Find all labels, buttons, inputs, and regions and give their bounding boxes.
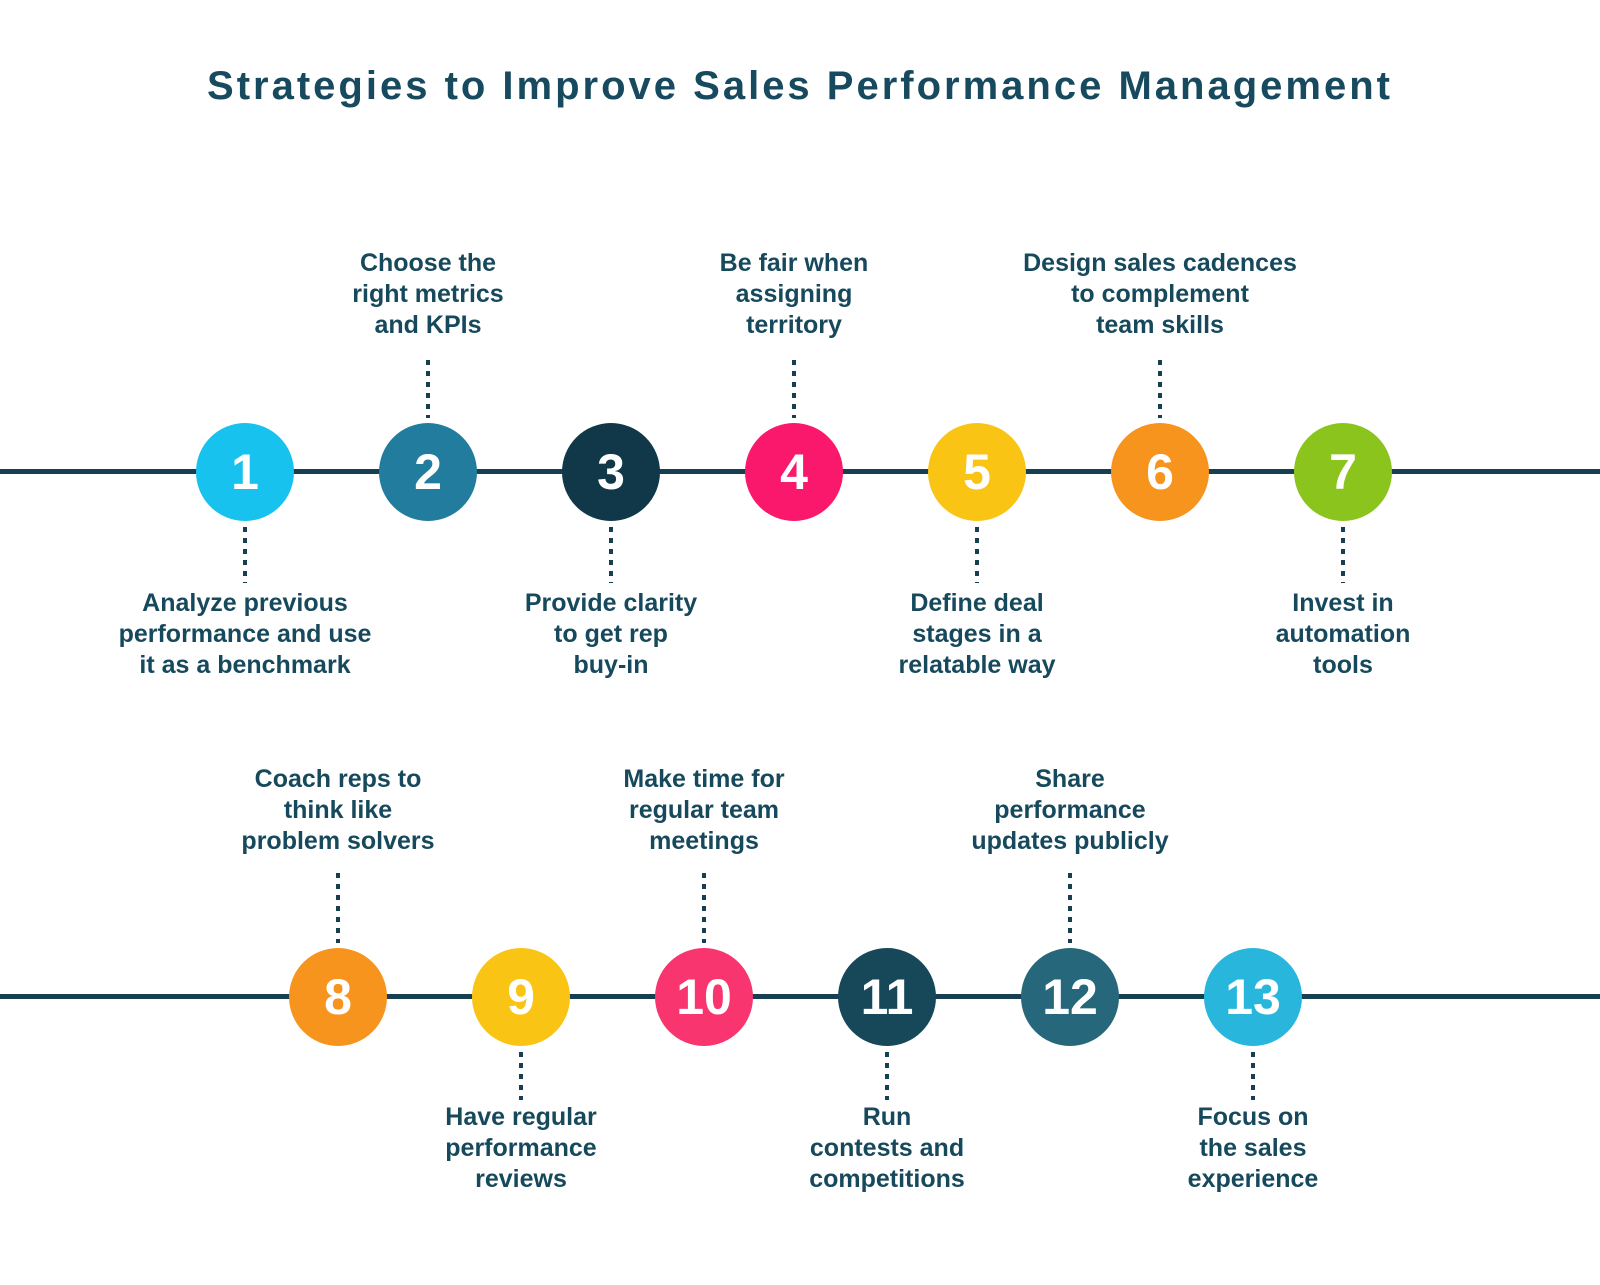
dotted-connector bbox=[885, 1052, 889, 1100]
step-label: Define deal stages in a relatable way bbox=[898, 589, 1056, 679]
step-number: 8 bbox=[324, 969, 352, 1025]
step-circle-12: 12 bbox=[1021, 948, 1119, 1046]
step-number: 2 bbox=[414, 444, 442, 500]
step-number: 3 bbox=[597, 444, 625, 500]
step-circle-7: 7 bbox=[1294, 423, 1392, 521]
step-circle-10: 10 bbox=[655, 948, 753, 1046]
step-label: Analyze previous performance and use it … bbox=[118, 589, 372, 679]
step-label: Have regular performance reviews bbox=[445, 1103, 597, 1193]
dotted-connector bbox=[1068, 873, 1072, 943]
step-circle-8: 8 bbox=[289, 948, 387, 1046]
step-label: Invest in automation tools bbox=[1275, 589, 1411, 679]
step-circle-11: 11 bbox=[838, 948, 936, 1046]
dotted-connector bbox=[336, 873, 340, 943]
step-label: Be fair when assigning territory bbox=[719, 249, 869, 339]
step-number: 4 bbox=[780, 444, 808, 500]
step-label: Share performance updates publicly bbox=[971, 765, 1169, 855]
step-label: Focus on the sales experience bbox=[1187, 1103, 1319, 1193]
step-circle-9: 9 bbox=[472, 948, 570, 1046]
dotted-connector bbox=[243, 527, 247, 583]
step-number: 13 bbox=[1225, 969, 1281, 1025]
step-label: Design sales cadences to complement team… bbox=[1023, 249, 1297, 339]
dotted-connector bbox=[609, 527, 613, 583]
step-label: Choose the right metrics and KPIs bbox=[352, 249, 504, 339]
timeline-line-row2 bbox=[0, 994, 1600, 999]
step-number: 11 bbox=[860, 969, 914, 1025]
dotted-connector bbox=[1341, 527, 1345, 583]
dotted-connector bbox=[702, 873, 706, 943]
step-label: Coach reps to think like problem solvers bbox=[241, 765, 435, 855]
dotted-connector bbox=[1251, 1052, 1255, 1100]
step-number: 5 bbox=[963, 444, 991, 500]
step-number: 1 bbox=[231, 444, 259, 500]
step-label: Provide clarity to get rep buy-in bbox=[524, 589, 698, 679]
step-number: 10 bbox=[676, 969, 732, 1025]
step-circle-1: 1 bbox=[196, 423, 294, 521]
step-circle-3: 3 bbox=[562, 423, 660, 521]
step-number: 12 bbox=[1042, 969, 1098, 1025]
dotted-connector bbox=[426, 360, 430, 418]
step-circle-4: 4 bbox=[745, 423, 843, 521]
dotted-connector bbox=[792, 360, 796, 418]
step-number: 7 bbox=[1329, 444, 1357, 500]
dotted-connector bbox=[1158, 360, 1162, 418]
step-circle-5: 5 bbox=[928, 423, 1026, 521]
page-title: Strategies to Improve Sales Performance … bbox=[207, 64, 1393, 108]
dotted-connector bbox=[519, 1052, 523, 1100]
step-number: 9 bbox=[507, 969, 535, 1025]
step-label: Run contests and competitions bbox=[809, 1103, 965, 1193]
step-label: Make time for regular team meetings bbox=[623, 765, 785, 855]
step-number: 6 bbox=[1146, 444, 1174, 500]
step-circle-2: 2 bbox=[379, 423, 477, 521]
step-circle-6: 6 bbox=[1111, 423, 1209, 521]
step-circle-13: 13 bbox=[1204, 948, 1302, 1046]
dotted-connector bbox=[975, 527, 979, 583]
